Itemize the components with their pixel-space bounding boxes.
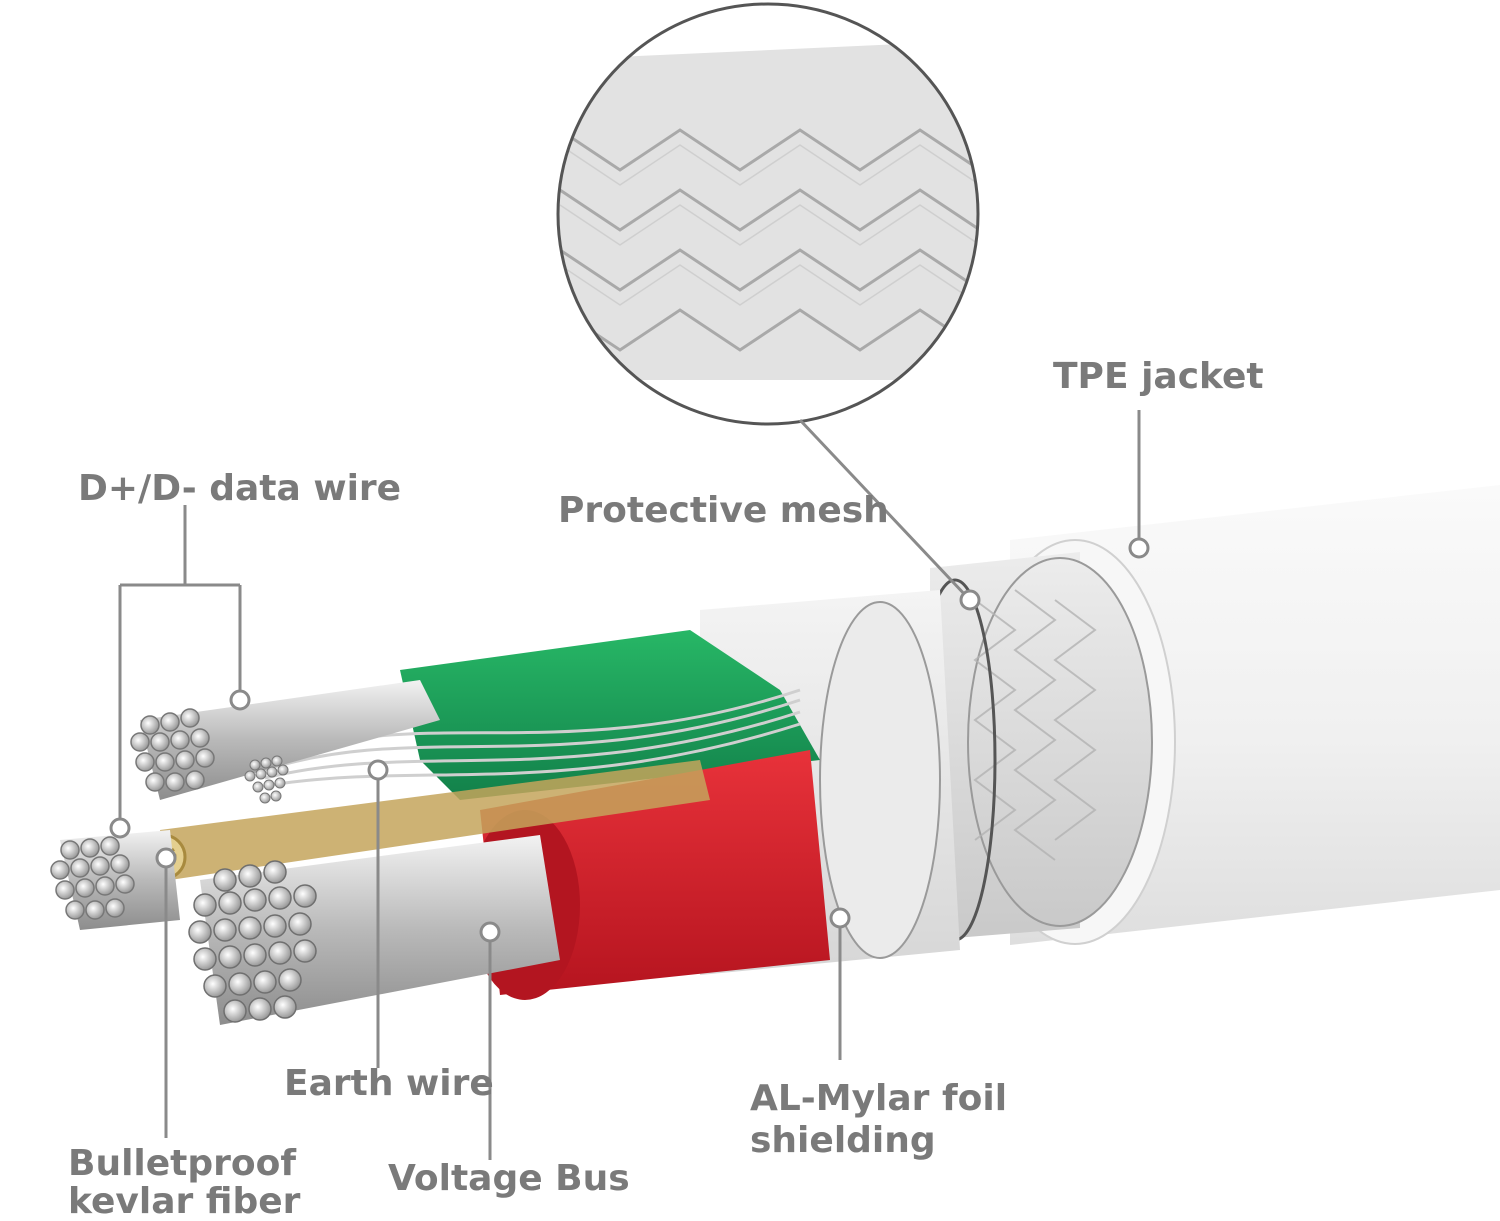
green-insulation-shape	[400, 630, 820, 800]
mesh-zoom-magnifier	[556, 2, 980, 426]
kevlar-fiber-dot	[155, 847, 177, 869]
mylar-foil-label-line2: shielding	[750, 1120, 936, 1161]
tpe-jacket-label: TPE jacket	[1053, 356, 1264, 397]
earth-wire-dot	[367, 759, 389, 781]
leader-dots	[109, 537, 1150, 943]
leader-lines	[118, 410, 1141, 1160]
tpe-jacket-dot	[1128, 537, 1150, 559]
data-wire-dot-lower	[109, 817, 131, 839]
data-wire-dot-upper	[229, 689, 251, 711]
protective-mesh-dot	[959, 589, 981, 611]
kevlar-fiber-label-line1: Bulletproof	[68, 1143, 296, 1184]
voltage-bus-strands	[188, 835, 560, 1025]
protective-mesh-label: Protective mesh	[558, 490, 889, 531]
voltage-bus-dot	[479, 921, 501, 943]
earth-wire-tip	[244, 755, 289, 804]
earth-wire-label: Earth wire	[284, 1063, 494, 1104]
data-wire-lower-strands	[50, 830, 180, 930]
data-wire-upper-strands	[130, 680, 440, 800]
mylar-foil-label-line1: AL-Mylar foil	[750, 1078, 1007, 1119]
voltage-bus-label: Voltage Bus	[388, 1158, 630, 1199]
data-wire-label: D+/D- data wire	[78, 468, 401, 509]
kevlar-fiber-label-line2: kevlar fiber	[68, 1181, 301, 1221]
mylar-foil-dot	[829, 907, 851, 929]
